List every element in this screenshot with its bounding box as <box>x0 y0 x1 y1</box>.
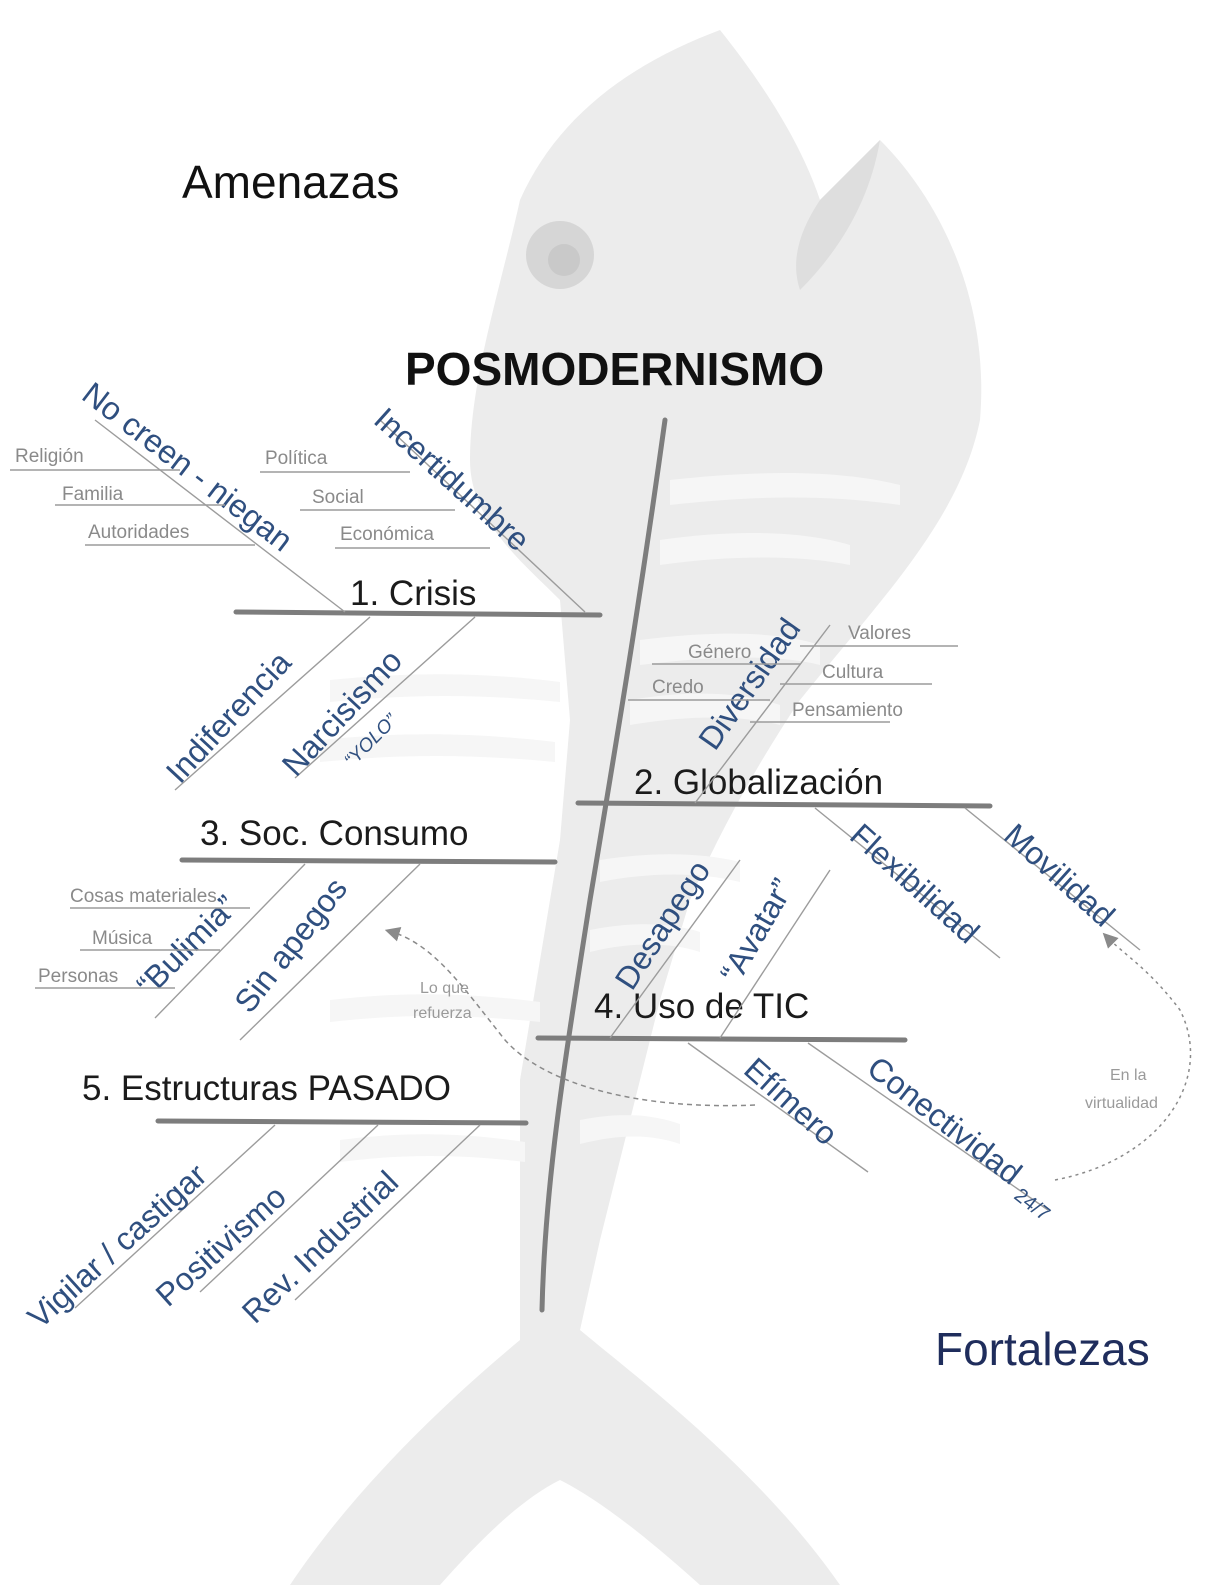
item-autoridades: Autoridades <box>88 522 189 543</box>
cause-sin-apegos: Sin apegos <box>227 871 354 1019</box>
item-cultura: Cultura <box>822 662 884 683</box>
diagram-title: POSMODERNISMO <box>405 343 824 395</box>
cause-line-movilidad <box>964 807 1141 951</box>
item-politica: Política <box>265 448 328 469</box>
cause-line-positivismo <box>199 1124 379 1293</box>
cause-line-indiferencia <box>174 616 371 791</box>
item-economica: Económica <box>340 524 434 545</box>
cause-line-rev-industrial <box>294 1124 481 1301</box>
cause-line-bulimia <box>154 863 306 1019</box>
spine-line <box>539 417 668 1313</box>
item-religion: Religión <box>15 446 84 467</box>
cause-line-efimero <box>687 1042 869 1173</box>
cause-efimero: Efímero <box>737 1050 844 1152</box>
bone-crisis <box>233 609 603 618</box>
cause-indiferencia: Indiferencia <box>159 644 298 790</box>
conectividad-label: Conectividad <box>861 1049 1029 1191</box>
item-pensamiento: Pensamiento <box>792 700 903 721</box>
heading-amenazas: Amenazas <box>182 156 399 208</box>
bone-pasado <box>155 1118 529 1126</box>
category-consumo-label: 3. Soc. Consumo <box>200 814 468 853</box>
heading-fortalezas: Fortalezas <box>935 1323 1150 1375</box>
cause-line-sin-apegos <box>239 863 421 1041</box>
conectividad-suffix: 24/7 <box>1010 1184 1054 1225</box>
bone-consumo <box>179 857 558 865</box>
cause-flexibilidad: Flexibilidad <box>843 816 986 950</box>
cause-line-niegan <box>94 419 346 613</box>
arrow-virtualidad <box>1054 932 1192 1181</box>
item-cosas-materiales: Cosas materiales <box>70 886 217 907</box>
cause-line-flexibilidad <box>814 807 1001 959</box>
cause-line-diversidad <box>694 624 831 804</box>
cause-line-desapego <box>609 859 741 1039</box>
fish-skeleton-image <box>290 30 982 1585</box>
bone-tic <box>535 1035 908 1043</box>
category-crisis-label: 1. Crisis <box>350 574 476 613</box>
item-credo: Credo <box>652 677 704 698</box>
cause-conectividad: Conectividad 24/7 <box>857 1049 1066 1225</box>
note-virtualidad-2: virtualidad <box>1085 1095 1158 1112</box>
cause-line-vigilar <box>74 1124 276 1309</box>
category-tic-label: 4. Uso de TIC <box>594 987 809 1026</box>
item-social: Social <box>312 487 364 508</box>
bone-globalizacion <box>575 800 993 809</box>
item-musica: Música <box>92 928 153 949</box>
note-refuerza-2: refuerza <box>413 1005 472 1022</box>
cause-line-conectividad <box>807 1042 1049 1211</box>
item-personas: Personas <box>38 966 118 987</box>
item-genero: Género <box>688 642 751 663</box>
item-familia: Familia <box>62 484 124 505</box>
cause-line-avatar <box>719 869 831 1039</box>
category-globalizacion-label: 2. Globalización <box>634 763 883 802</box>
note-virtualidad-1: En la <box>1110 1067 1147 1084</box>
cause-avatar: “Avatar” <box>713 872 801 988</box>
cause-movilidad: Movilidad <box>997 816 1122 933</box>
cause-vigilar-castigar: Vigilar / castigar <box>21 1156 214 1335</box>
cause-line-narcisismo <box>294 616 476 779</box>
cause-line-incertidumbre <box>379 419 586 613</box>
item-valores: Valores <box>848 623 911 644</box>
category-pasado-label: 5. Estructuras PASADO <box>82 1069 451 1108</box>
arrow-refuerza <box>384 926 756 1107</box>
note-refuerza-1: Lo que <box>420 980 469 997</box>
